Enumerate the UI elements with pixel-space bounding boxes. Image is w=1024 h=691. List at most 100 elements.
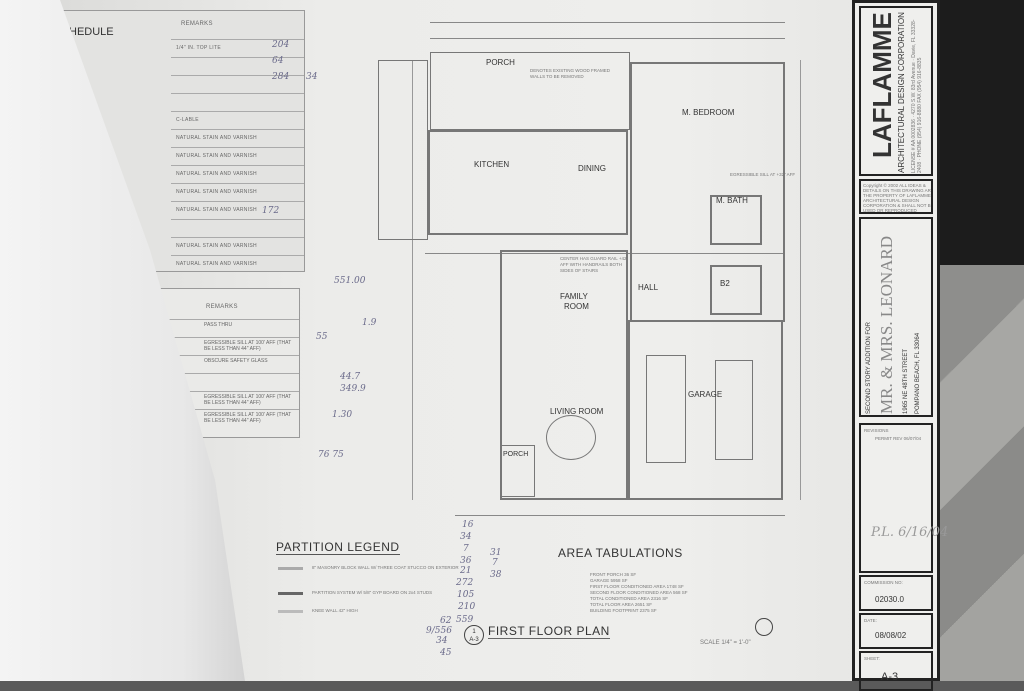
legend-line: 8" MASONRY BLOCK WALL W/ THREE COAT STUC…: [312, 565, 459, 570]
commission-label: COMMISSION NO:: [864, 580, 903, 585]
handwritten-note: 7: [463, 544, 469, 554]
room-label-porch-bottom: PORCH: [503, 451, 529, 458]
room-label-porch: PORCH: [486, 58, 515, 67]
schedule-remark: NATURAL STAIN AND VARNISH: [176, 153, 257, 159]
project-for: SECOND STORY ADDITION FOR: [866, 321, 872, 414]
handwritten-note: 349.9: [340, 384, 366, 394]
legend-swatch: [278, 592, 303, 595]
schedule-row-line: [171, 93, 304, 94]
area-line: BUILDING FOOTPRINT 2375 SF: [590, 608, 657, 613]
schedule-row-line: [171, 39, 304, 40]
schedule-remark: NATURAL STAIN AND VARNISH: [176, 171, 257, 177]
schedule-row-line: [146, 355, 299, 356]
schedule-row-line: [171, 183, 304, 184]
handwritten-note: 559: [456, 615, 474, 625]
date: 08/08/02: [875, 631, 907, 640]
schedule-remark: PASS THRU: [204, 322, 233, 328]
area-line: GARAGE 5958 SF: [590, 578, 628, 583]
porch-top: [430, 52, 630, 130]
legend-swatch: [278, 567, 303, 570]
handwritten-note: 64: [272, 56, 284, 66]
room-label-dining: DINING: [578, 164, 606, 173]
commission-number: 02030.0: [875, 595, 904, 604]
schedule-row-line: [171, 237, 304, 238]
area-line: FIRST FLOOR CONDITIONED AREA 1748 SF: [590, 584, 684, 589]
north-arrow-icon: [755, 618, 773, 636]
firm-logo: LAFLAMME: [867, 12, 897, 158]
room-label-kitchen: KITCHEN: [474, 160, 510, 169]
revisions-label: REVISIONS: [864, 428, 889, 433]
schedule-title: HEDULE: [69, 26, 114, 38]
schedule-remark: NATURAL STAIN AND VARNISH: [176, 243, 257, 249]
legend-line: PARTITION SYSTEM W/ 5/8" GYP BOARD ON 2x…: [312, 590, 433, 595]
schedule-row-line: [171, 165, 304, 166]
room-label-m-bedroom: M. BEDROOM: [682, 108, 735, 117]
room-label-family: FAMILY: [560, 292, 588, 301]
handwritten-note: 34: [436, 636, 448, 646]
partition-legend-title: PARTITION LEGEND: [276, 540, 400, 555]
handwritten-note: 284: [272, 72, 290, 82]
scale-label: SCALE 1/4" = 1'-0": [700, 640, 751, 646]
handwritten-note: 44.7: [340, 372, 361, 382]
remarks2-header: REMARKS: [206, 304, 238, 310]
tile-floor: [930, 265, 1024, 681]
room-label-living: LIVING ROOM: [550, 407, 604, 416]
room-label-hall: HALL: [638, 283, 659, 292]
sheet-label: SHEET:: [864, 656, 880, 661]
schedule-row-line: [171, 147, 304, 148]
schedule-row-line: [146, 391, 299, 392]
room-label-garage: GARAGE: [688, 390, 723, 399]
area-line: FRONT PORCH 36 SF: [590, 572, 637, 577]
schedule-row-line: [171, 255, 304, 256]
schedule-row-line: [171, 129, 304, 130]
car-left: [646, 355, 686, 463]
schedule-remark: OBSCURE SAFETY GLASS: [204, 358, 268, 364]
handwritten-note: 34: [306, 72, 318, 82]
project-box: SECOND STORY ADDITION FOR MR. & MRS. LEO…: [859, 217, 933, 417]
schedule-row-line: [171, 111, 304, 112]
dimension-line: [430, 38, 785, 39]
handwritten-note: 204: [272, 40, 290, 50]
dimension-line: [430, 22, 785, 23]
area-line: TOTAL FLOOR AREA 2651 SF: [590, 602, 652, 607]
handwritten-note: 105: [457, 590, 475, 600]
schedule-row-line: [146, 373, 299, 374]
address-line-1: 1965 NE 48TH STREET: [903, 348, 909, 414]
garage: [628, 320, 783, 500]
dark-background: [930, 0, 1024, 265]
kitchen-dining: [428, 130, 628, 235]
car-right: [715, 360, 753, 460]
schedule-row-line: [171, 57, 304, 58]
dimension-line: [800, 60, 801, 500]
existing-area: [378, 60, 428, 240]
table: [546, 415, 596, 460]
remarks-header: REMARKS: [181, 21, 213, 27]
schedule-row-line: [146, 409, 299, 410]
handwritten-note: 62: [440, 616, 452, 626]
address-line-2: POMPANO BEACH, FL 33064: [915, 332, 921, 414]
schedule-remark: NATURAL STAIN AND VARNISH: [176, 135, 257, 141]
handwritten-note: 7: [492, 558, 498, 568]
plan-title: FIRST FLOOR PLAN: [488, 624, 610, 639]
handwritten-note: 272: [456, 578, 474, 588]
schedule-row-line: [146, 319, 299, 320]
m-bath: [710, 195, 762, 245]
revision-note: PERMIT REV 06/07/04: [875, 436, 922, 441]
handwritten-note: 55: [316, 332, 328, 342]
note-remove: DENOTES EXISTING WOOD FRAMED WALLS TO BE…: [530, 68, 611, 79]
schedule-remark: NATURAL STAIN AND VARNISH: [176, 189, 257, 195]
handwritten-note: 1.9: [362, 318, 377, 328]
handwritten-note: 45: [440, 648, 452, 658]
detail-sheet: A-3: [469, 637, 479, 643]
handwritten-note: 1.30: [332, 410, 353, 420]
handwritten-note: 551.00: [334, 276, 366, 286]
note-egress: EGRESSIBLE SILL AT +32" AFF: [730, 172, 796, 177]
schedule-row-line: [146, 337, 299, 338]
note-stairs: CENTER HAS GUARD RAIL +42" AFF WITH HAND…: [560, 256, 629, 273]
b2-room: [710, 265, 762, 315]
dimension-line: [425, 253, 785, 254]
dimension-line: [412, 60, 413, 500]
schedule-remark: 1/4" IN. TOP LITE: [176, 45, 221, 51]
detail-number: 1: [472, 629, 476, 635]
